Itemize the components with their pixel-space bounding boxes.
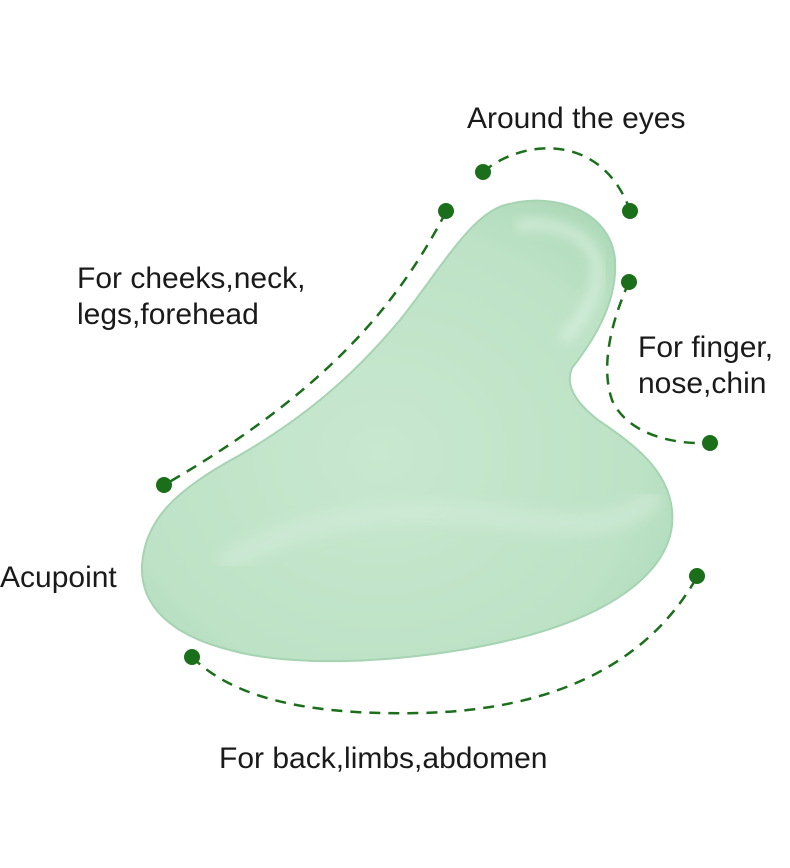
guide-eyes-dashed-arc [482,147,632,211]
label-cheeks-line2: legs,forehead [77,298,259,331]
gua-sha-stone [140,199,674,663]
guide-eyes-start-dot [475,164,491,180]
guide-back-dashed-arc [191,576,699,715]
label-acupoint: Acupoint [0,560,117,596]
guide-cheeks [156,203,454,493]
label-finger-nose-chin: For finger, nose,chin [638,330,773,402]
guide-back-left-dot [184,649,200,665]
label-eyes-text: Around the eyes [467,102,686,135]
label-back-limbs-abdomen: For back,limbs,abdomen [219,741,547,777]
guide-cheeks-dashed-line [163,211,448,487]
guide-finger-dashed-curve [605,281,711,445]
label-finger-line2: nose,chin [638,367,767,400]
guide-finger [605,274,718,451]
guide-finger-bottom-dot [702,435,718,451]
label-cheeks-line1: For cheeks,neck, [77,262,306,295]
label-cheeks-neck-legs-forehead: For cheeks,neck, legs,forehead [77,261,305,333]
guide-eyes-end-dot [622,203,638,219]
label-back-text: For back,limbs,abdomen [219,742,548,775]
label-acupoint-text: Acupoint [0,561,117,594]
stone-inner-glow [219,489,661,571]
stone-highlight [515,219,604,343]
guide-back [184,568,705,715]
label-around-the-eyes: Around the eyes [467,101,685,137]
guide-eyes [475,147,638,219]
guide-back-right-dot [689,568,705,584]
guide-cheeks-bottom-dot [156,477,172,493]
guide-finger-top-dot [621,274,637,290]
label-finger-line1: For finger, [638,331,774,364]
guide-cheeks-top-dot [438,203,454,219]
